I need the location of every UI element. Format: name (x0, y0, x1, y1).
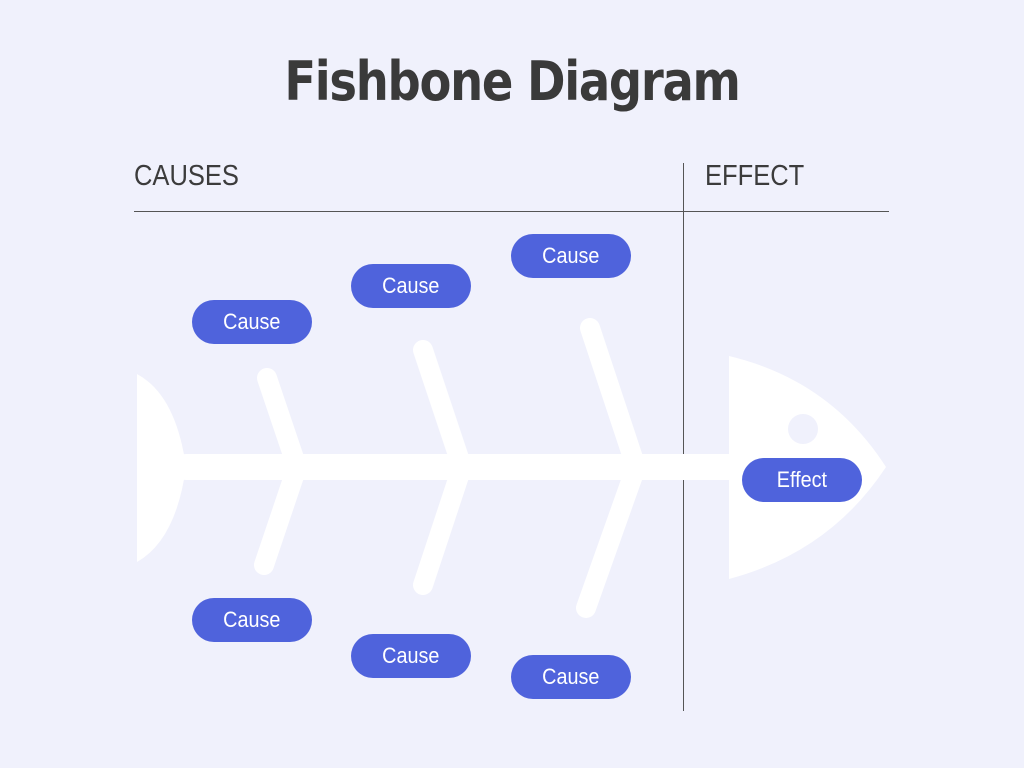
fish-bone-upper-3 (580, 318, 646, 477)
fish-tail (137, 374, 186, 562)
fish-bone-upper-1 (257, 368, 307, 477)
cause-label: Cause (223, 607, 281, 632)
cause-pill-bottom-3: Cause (511, 655, 631, 699)
page-title: Fishbone Diagram (284, 50, 741, 113)
effect-label: EFFECT (705, 160, 805, 192)
fish-bone-lower-1 (254, 457, 307, 575)
cause-pill-top-3: Cause (511, 234, 631, 278)
fish-bone-upper-2 (413, 340, 472, 477)
fish-eye (788, 414, 818, 444)
fish-bone-lower-2 (413, 457, 472, 595)
cause-pill-bottom-2: Cause (351, 634, 471, 678)
cause-pill-bottom-1: Cause (192, 598, 312, 642)
effect-pill: Effect (742, 458, 862, 502)
header-divider (134, 211, 889, 212)
cause-label: Cause (223, 309, 281, 334)
cause-pill-top-1: Cause (192, 300, 312, 344)
cause-pill-top-2: Cause (351, 264, 471, 308)
causes-label: CAUSES (134, 160, 239, 192)
column-divider (683, 163, 684, 711)
effect-text: Effect (776, 467, 828, 492)
fish-bone-lower-3 (576, 457, 646, 618)
cause-label: Cause (542, 664, 600, 689)
cause-label: Cause (382, 643, 440, 668)
cause-label: Cause (382, 273, 440, 298)
cause-label: Cause (542, 243, 600, 268)
